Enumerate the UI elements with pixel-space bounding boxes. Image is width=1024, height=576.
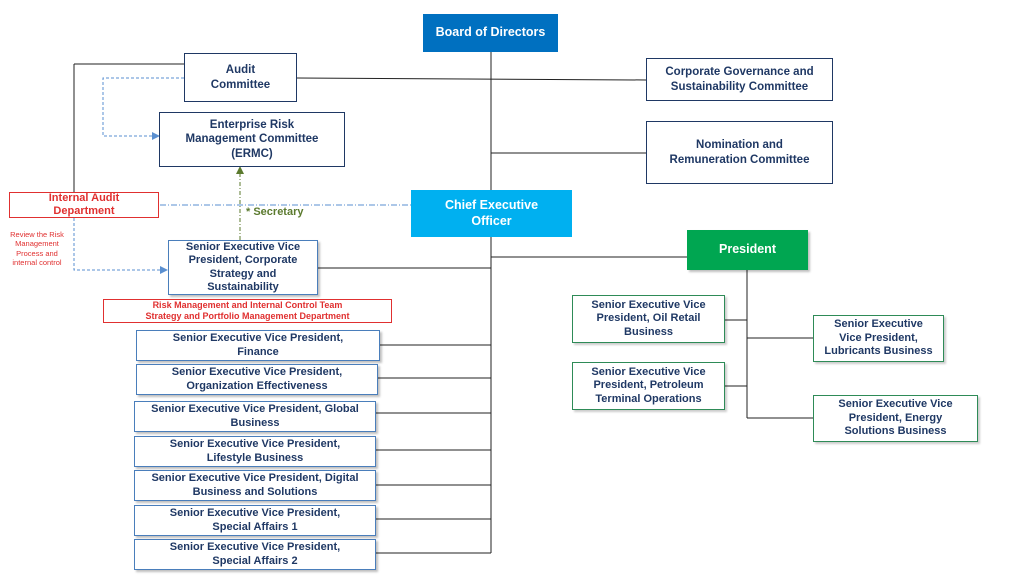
svp-lubricants-business: Senior Executive Vice President, Lubrica…: [813, 315, 944, 362]
svp-lifestyle-business: Senior Executive Vice President, Lifesty…: [134, 436, 376, 467]
audit-committee: Audit Committee: [184, 53, 297, 102]
svp-special-affairs-2: Senior Executive Vice President, Special…: [134, 539, 376, 570]
internal-audit-department: Internal Audit Department: [9, 192, 159, 218]
svp-digital-business: Senior Executive Vice President, Digital…: [134, 470, 376, 501]
president: President: [687, 230, 808, 270]
svp-oil-retail-business: Senior Executive Vice President, Oil Ret…: [572, 295, 725, 343]
svp-special-affairs-1: Senior Executive Vice President, Special…: [134, 505, 376, 536]
review-note: Review the Risk Management Process and i…: [10, 230, 64, 268]
svp-organization-effectiveness: Senior Executive Vice President, Organiz…: [136, 364, 378, 395]
secretary-label: * Secretary: [246, 206, 304, 218]
corporate-governance-committee: Corporate Governance and Sustainability …: [646, 58, 833, 101]
chief-executive-officer: Chief Executive Officer: [411, 190, 572, 237]
svp-global-business: Senior Executive Vice President, Global …: [134, 401, 376, 432]
risk-management-team: Risk Management and Internal Control Tea…: [103, 299, 392, 323]
svp-finance: Senior Executive Vice President, Finance: [136, 330, 380, 361]
svp-corporate-strategy: Senior Executive Vice President, Corpora…: [168, 240, 318, 295]
svp-energy-solutions-business: Senior Executive Vice President, Energy …: [813, 395, 978, 442]
board-of-directors: Board of Directors: [423, 14, 558, 52]
svp-petroleum-terminal-operations: Senior Executive Vice President, Petrole…: [572, 362, 725, 410]
ermc-box: Enterprise Risk Management Committee (ER…: [159, 112, 345, 167]
nomination-remuneration-committee: Nomination and Remuneration Committee: [646, 121, 833, 184]
